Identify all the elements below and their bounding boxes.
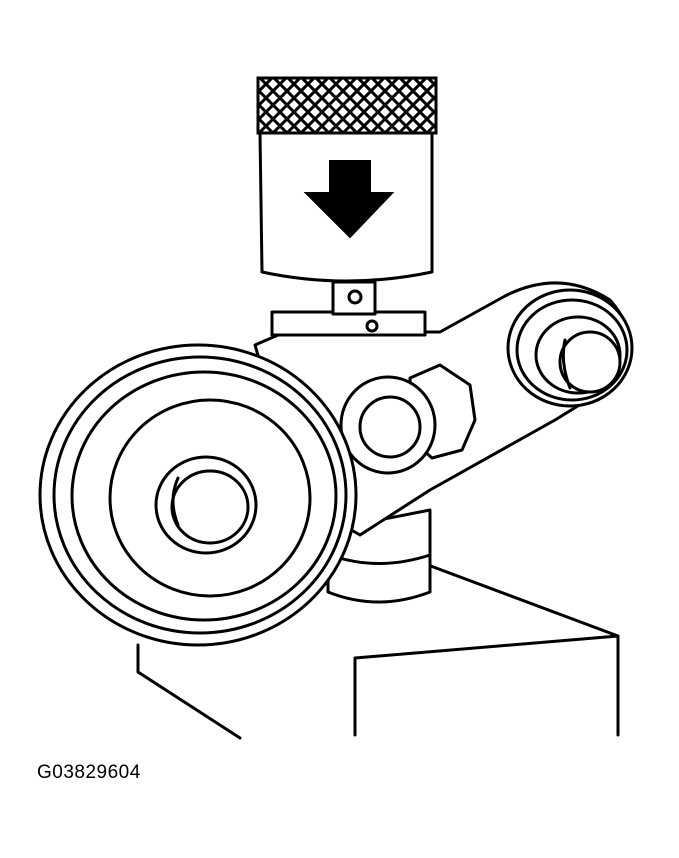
figure-id-label: G03829604 <box>37 762 141 783</box>
idler-pulley <box>506 288 634 408</box>
down-arrow-icon <box>303 160 395 239</box>
tensioner-pulley <box>38 343 358 647</box>
press-plate <box>270 280 427 337</box>
center-boss <box>339 363 477 475</box>
support-block <box>136 560 620 740</box>
